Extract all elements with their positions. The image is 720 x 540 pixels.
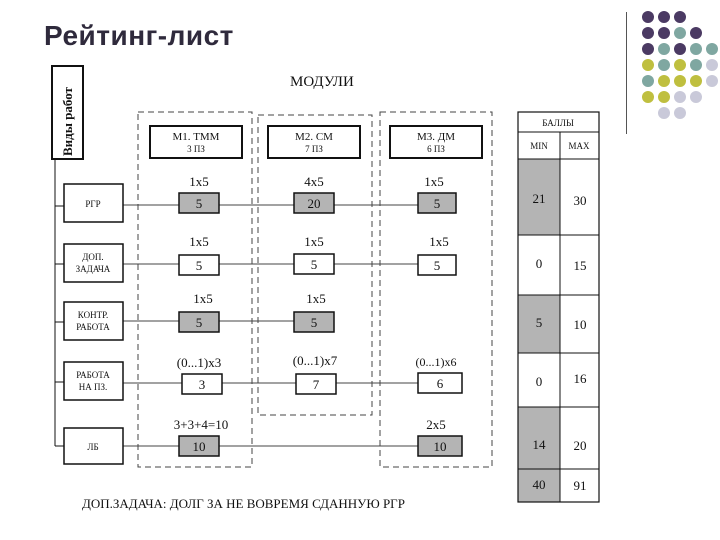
scores-min-label: MIN bbox=[530, 141, 548, 151]
score-min-total: 40 bbox=[533, 477, 546, 492]
activity-practice-label-1: РАБОТА bbox=[76, 370, 110, 380]
module-sub-m2: 7 ПЗ bbox=[305, 144, 323, 154]
formula-r5-m1: 3+3+4=10 bbox=[174, 417, 229, 432]
formula-r3-m2: 1x5 bbox=[306, 291, 326, 306]
formula-r2-m1: 1x5 bbox=[189, 234, 209, 249]
value-r1-m1: 5 bbox=[196, 196, 203, 211]
value-box-r2-m3 bbox=[417, 254, 457, 276]
score-min-1: 21 bbox=[533, 191, 546, 206]
formula-r5-m3: 2x5 bbox=[426, 417, 446, 432]
value-box-r3-m2 bbox=[293, 311, 335, 333]
formula-r3-m1: 1x5 bbox=[193, 291, 213, 306]
dot-row-7 bbox=[658, 107, 686, 119]
value-box-r4-m2 bbox=[295, 373, 337, 395]
activity-test-label-2: РАБОТА bbox=[76, 322, 110, 332]
value-r4-m3: 6 bbox=[437, 376, 444, 391]
value-r5-m1: 10 bbox=[193, 439, 206, 454]
module-sub-m1: 3 ПЗ bbox=[187, 144, 205, 154]
formula-r2-m2: 1x5 bbox=[304, 234, 324, 249]
scores-header: БАЛЛЫ bbox=[542, 118, 574, 128]
formula-r4-m3: (0...1)x6 bbox=[416, 355, 457, 369]
activity-box-lab bbox=[63, 427, 124, 465]
activity-practice-label-2: НА ПЗ. bbox=[79, 382, 108, 392]
formula-r4-m2: (0...1)x7 bbox=[293, 353, 338, 368]
value-r4-m1: 3 bbox=[199, 377, 206, 392]
value-box-r2-m1 bbox=[178, 254, 220, 276]
formula-r1-m2: 4x5 bbox=[304, 174, 324, 189]
dot-row-1 bbox=[642, 11, 686, 23]
activity-box-test bbox=[63, 301, 124, 341]
activity-box-extra-task bbox=[63, 243, 124, 283]
formula-r1-m1: 1x5 bbox=[189, 174, 209, 189]
score-max-3: 10 bbox=[574, 317, 587, 332]
value-r3-m1: 5 bbox=[196, 315, 203, 330]
score-min-3: 5 bbox=[536, 315, 543, 330]
value-box-r1-m1 bbox=[178, 192, 220, 214]
decor-divider-line bbox=[626, 12, 627, 134]
score-min-5: 14 bbox=[533, 437, 547, 452]
value-r2-m3: 5 bbox=[434, 258, 441, 273]
score-max-total: 91 bbox=[574, 478, 587, 493]
work-types-header: Виды работ bbox=[60, 86, 75, 156]
value-r2-m2: 5 bbox=[311, 257, 318, 272]
module-column-m2 bbox=[257, 114, 373, 416]
value-r5-m3: 10 bbox=[434, 439, 447, 454]
activity-rgr-label: РГР bbox=[85, 199, 100, 209]
footnote: ДОП.ЗАДАЧА: ДОЛГ ЗА НЕ ВОВРЕМЯ СДАННУЮ Р… bbox=[82, 496, 405, 511]
score-max-1: 30 bbox=[574, 193, 587, 208]
activity-box-practice bbox=[63, 361, 124, 401]
activity-box-rgr bbox=[63, 183, 124, 223]
module-name-m1: М1. ТММ bbox=[173, 131, 220, 143]
dot-row-5 bbox=[642, 75, 718, 87]
value-box-r3-m1 bbox=[178, 311, 220, 333]
value-box-r2-m2 bbox=[293, 253, 335, 275]
score-max-4: 16 bbox=[574, 371, 588, 386]
scores-table-border bbox=[517, 111, 600, 503]
dot-row-6 bbox=[642, 91, 702, 103]
value-r2-m1: 5 bbox=[196, 258, 203, 273]
module-header-m3 bbox=[389, 125, 483, 159]
formula-r2-m3: 1x5 bbox=[429, 234, 449, 249]
module-header-m2 bbox=[267, 125, 361, 159]
scores-table: БАЛЛЫ MIN MAX 21 30 0 15 5 10 0 16 14 20… bbox=[517, 111, 600, 503]
module-name-m3: М3. ДМ bbox=[417, 131, 455, 143]
activity-test-label-1: КОНТР. bbox=[78, 310, 108, 320]
module-name-m2: М2. СМ bbox=[295, 131, 333, 143]
module-column-m3 bbox=[379, 111, 493, 468]
value-box-r5-m3 bbox=[417, 435, 463, 457]
score-min-4: 0 bbox=[536, 374, 543, 389]
value-box-r1-m2 bbox=[293, 192, 335, 214]
score-min-2: 0 bbox=[536, 256, 543, 271]
value-box-r1-m3 bbox=[417, 192, 457, 214]
value-r1-m2: 20 bbox=[308, 196, 321, 211]
formula-r4-m1: (0...1)x3 bbox=[177, 355, 221, 370]
value-r3-m2: 5 bbox=[311, 315, 318, 330]
dot-row-3 bbox=[642, 43, 718, 55]
score-max-5: 20 bbox=[574, 438, 587, 453]
score-min-fill bbox=[518, 407, 560, 502]
module-sub-m3: 6 ПЗ bbox=[427, 144, 445, 154]
value-r1-m3: 5 bbox=[434, 196, 441, 211]
score-min-fill bbox=[518, 295, 560, 353]
scores-max-label: MAX bbox=[568, 141, 590, 151]
dot-row-4 bbox=[642, 59, 718, 71]
value-box-r4-m1 bbox=[181, 373, 223, 395]
value-box-r4-m3 bbox=[417, 372, 463, 394]
formula-r1-m3: 1x5 bbox=[424, 174, 444, 189]
value-box-r5-m1 bbox=[178, 435, 220, 457]
modules-header: МОДУЛИ bbox=[290, 74, 354, 90]
value-r4-m2: 7 bbox=[313, 377, 320, 392]
activity-lab-label: ЛБ bbox=[87, 442, 98, 452]
activity-extra-task-label-2: ЗАДАЧА bbox=[76, 264, 111, 274]
work-types-header-box bbox=[51, 65, 84, 160]
activity-extra-task-label-1: ДОП. bbox=[82, 252, 103, 262]
score-min-fill bbox=[518, 159, 560, 235]
module-header-m1 bbox=[149, 125, 243, 159]
module-column-m1 bbox=[137, 111, 253, 468]
slide-title: Рейтинг-лист bbox=[44, 20, 234, 51]
dot-row-2 bbox=[642, 27, 702, 39]
score-max-2: 15 bbox=[574, 258, 587, 273]
